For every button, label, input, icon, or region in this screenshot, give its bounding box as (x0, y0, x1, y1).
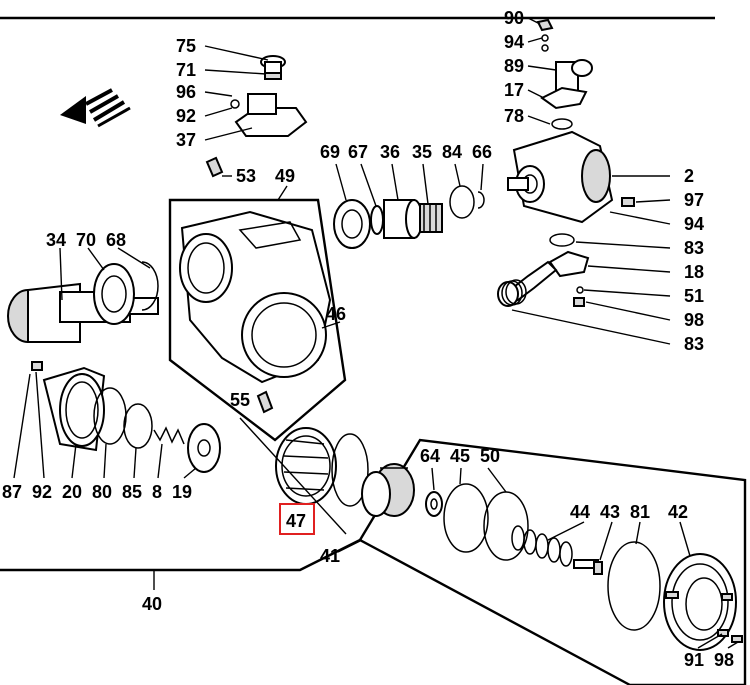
label-78: 78 (504, 106, 524, 126)
elbow-fitting-18 (497, 250, 590, 307)
screw-98-right (573, 297, 585, 307)
label-43: 43 (600, 502, 620, 522)
label-81: 81 (630, 502, 650, 522)
label-55: 55 (230, 390, 250, 410)
spring-44 (511, 525, 573, 567)
highlight-box-47 (279, 503, 315, 535)
label-83-top: 83 (684, 238, 704, 258)
ring-67 (370, 205, 384, 235)
label-17: 17 (504, 80, 524, 100)
label-94-right: 94 (684, 214, 704, 234)
label-94-top: 94 (504, 32, 524, 52)
label-66: 66 (472, 142, 492, 162)
sleeve-36 (383, 199, 423, 239)
label-49: 49 (275, 166, 295, 186)
label-34: 34 (46, 230, 66, 250)
label-80: 80 (92, 482, 112, 502)
label-83-bottom: 83 (684, 334, 704, 354)
label-87: 87 (2, 482, 22, 502)
label-8: 8 (152, 482, 162, 502)
label-51: 51 (684, 286, 704, 306)
snap-ring-84 (449, 185, 475, 219)
label-68: 68 (106, 230, 126, 250)
spline-shaft-35 (419, 203, 443, 233)
ring-between-47-64 (331, 433, 369, 507)
sleeve-47 (275, 427, 337, 505)
piston-64 (361, 463, 415, 517)
o-ring-78 (551, 118, 573, 130)
label-64: 64 (420, 446, 440, 466)
housing-frame-49 (168, 198, 347, 442)
label-71: 71 (176, 60, 196, 80)
label-40: 40 (142, 594, 162, 614)
o-ring-85 (123, 403, 153, 449)
bearing-69 (333, 199, 371, 249)
label-2: 2 (684, 166, 694, 186)
label-45: 45 (450, 446, 470, 466)
label-37: 37 (176, 130, 196, 150)
label-53: 53 (236, 166, 256, 186)
label-50: 50 (480, 446, 500, 466)
screw-53 (205, 156, 224, 178)
label-75: 75 (176, 36, 196, 56)
label-47: 47 (286, 511, 306, 531)
label-41: 41 (320, 546, 340, 566)
label-19: 19 (172, 482, 192, 502)
label-98-bottom: 98 (714, 650, 734, 670)
label-67: 67 (348, 142, 368, 162)
cover-42 (663, 553, 737, 651)
label-92-top: 92 (176, 106, 196, 126)
label-46: 46 (326, 304, 346, 324)
pump-housing-49 (179, 210, 332, 384)
label-35: 35 (412, 142, 432, 162)
spring-8 (153, 426, 185, 445)
screw-92 (31, 361, 43, 371)
label-97: 97 (684, 190, 704, 210)
bearing-70 (93, 263, 135, 325)
gearbox-2 (507, 130, 614, 224)
label-85: 85 (122, 482, 142, 502)
gear-shaft-34 (7, 282, 159, 343)
label-91: 91 (684, 650, 704, 670)
snap-ring-68 (141, 261, 159, 311)
circlip-66 (477, 191, 485, 209)
cover-assembly (230, 55, 308, 137)
label-92-bottom: 92 (32, 482, 52, 502)
label-42: 42 (668, 502, 688, 522)
label-96: 96 (176, 82, 196, 102)
cap-20 (42, 366, 106, 452)
screw-55 (256, 390, 274, 414)
washer-45 (425, 491, 443, 517)
label-70: 70 (76, 230, 96, 250)
label-89: 89 (504, 56, 524, 76)
pin-43 (573, 559, 603, 575)
elbow-fitting-89 (540, 59, 593, 110)
o-ring-83-top (549, 233, 575, 247)
screw-97 (621, 197, 635, 207)
assembly-frame-40-bottom (0, 538, 361, 572)
nut-90 (536, 18, 554, 52)
label-36: 36 (380, 142, 400, 162)
o-ring-81 (607, 541, 661, 631)
arrow-left-icon (60, 88, 131, 128)
label-84: 84 (442, 142, 462, 162)
label-18: 18 (684, 262, 704, 282)
label-20: 20 (62, 482, 82, 502)
label-98-right: 98 (684, 310, 704, 330)
label-44: 44 (570, 502, 590, 522)
valve-disc-19 (187, 423, 221, 473)
label-69: 69 (320, 142, 340, 162)
label-90: 90 (504, 8, 524, 28)
valve-frame-41 (358, 438, 747, 685)
